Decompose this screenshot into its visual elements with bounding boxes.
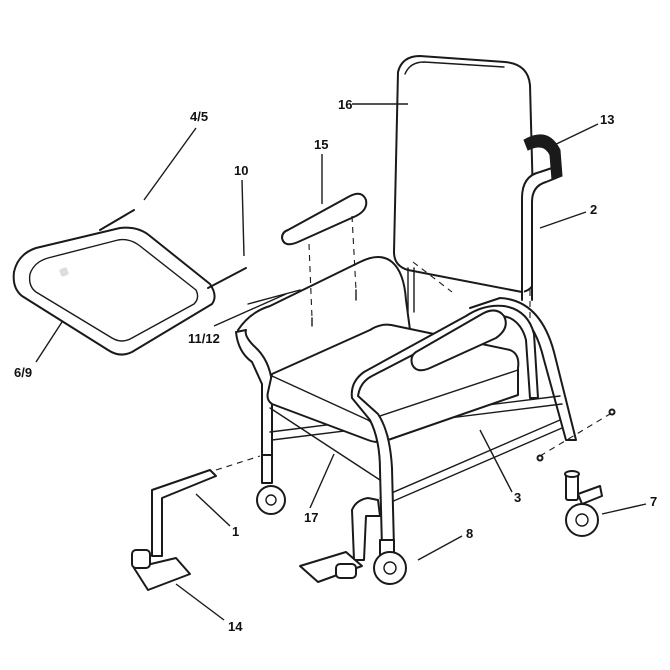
label-13: 13	[600, 112, 614, 127]
caster-wheel-rear-left	[256, 454, 286, 515]
label-4-5: 4/5	[190, 109, 208, 124]
leader-lines	[35, 103, 647, 621]
label-7: 7	[650, 494, 657, 509]
label-17: 17	[304, 510, 318, 525]
frame-upright	[407, 267, 415, 313]
tray-table	[12, 226, 216, 356]
label-15: 15	[314, 137, 328, 152]
label-16: 16	[338, 97, 352, 112]
label-11-12: 11/12	[188, 331, 220, 346]
label-1: 1	[232, 524, 239, 539]
footrest-right	[299, 497, 381, 583]
caster-wheel-spare	[564, 470, 603, 537]
label-3: 3	[514, 490, 521, 505]
armrest-front	[350, 304, 539, 549]
axle-bolts	[536, 408, 616, 462]
label-8: 8	[466, 526, 473, 541]
footrest-left	[131, 455, 261, 591]
caster-wheel-front	[373, 539, 407, 585]
label-10: 10	[234, 163, 248, 178]
label-2: 2	[590, 202, 597, 217]
armrest-pad	[281, 192, 368, 246]
backrest-cushion	[393, 55, 536, 293]
armrest-screws	[308, 215, 531, 327]
seat-frame	[235, 256, 577, 507]
label-14: 14	[228, 619, 243, 634]
tray-arm-rods	[99, 209, 301, 305]
part-labels: 16 13 2 4/5 10 15 11/12 6/9 1 14 17 3 8 …	[14, 97, 657, 634]
label-6-9: 6/9	[14, 365, 32, 380]
